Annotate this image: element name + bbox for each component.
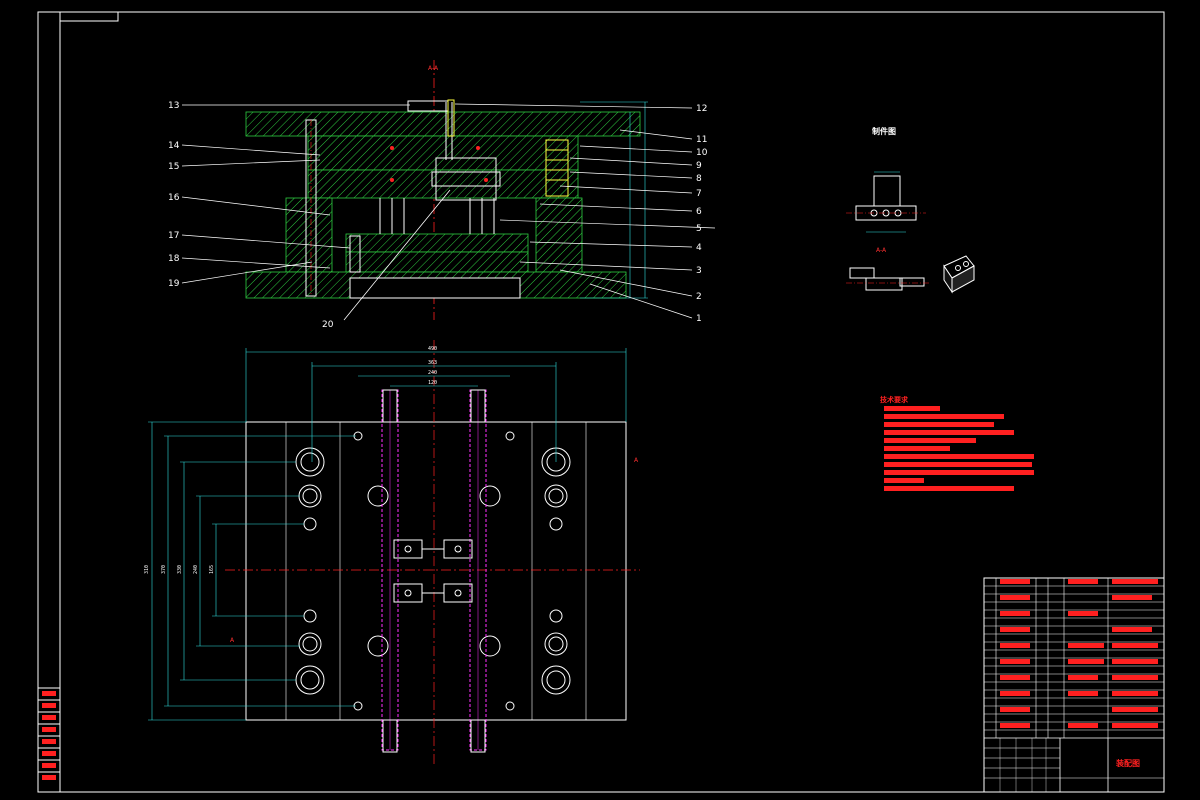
callout-5: 5 [696,224,702,234]
callout-3: 3 [696,266,702,276]
plan-view: 490 363 240 120 310 370 330 240 165 A A [144,340,640,765]
callout-16: 16 [168,193,180,203]
dim-240-v: 240 [193,565,199,574]
dim-490: 490 [428,346,437,352]
dim-240: 240 [428,370,437,376]
callout-10: 10 [696,148,708,158]
left-margin-boxes [37,687,61,793]
part-view-title: 制件图 [872,126,896,136]
callout-7: 7 [696,189,702,199]
section-label-top: A-A [428,65,439,72]
callout-18: 18 [168,254,180,264]
part-drawing: 制件图 A-A [846,126,975,294]
view-marker-a-right: A [634,457,639,464]
callout-12: 12 [696,104,707,114]
callout-6: 6 [696,207,702,217]
tech-requirements: 技术要求 [880,395,1034,491]
callout-13: 13 [168,101,179,111]
callout-14: 14 [168,141,180,151]
part-section-label: A-A [876,247,887,254]
callouts-right: 12 11 10 9 8 7 6 5 4 3 2 1 [454,103,716,324]
tech-req-title: 技术要求 [880,395,909,404]
callout-20: 20 [322,320,334,330]
title-block-name: 装配图 [1115,758,1140,768]
view-marker-a-left: A [230,637,235,644]
dim-165: 165 [209,565,215,574]
callout-17: 17 [168,231,179,241]
callout-9: 9 [696,161,702,171]
dim-330: 330 [177,565,183,574]
callout-4: 4 [696,243,702,253]
dim-310: 310 [144,565,150,574]
drawing-frame [37,11,1165,793]
callouts-left: 13 14 15 16 17 18 19 20 [168,101,410,330]
section-view: A-A [245,60,648,321]
dim-363: 363 [428,360,437,366]
bom-table [983,577,1165,793]
title-block: 装配图 [984,738,1164,792]
callout-2: 2 [696,292,702,302]
callout-1: 1 [696,314,702,324]
callout-8: 8 [696,174,702,184]
dim-370: 370 [161,565,167,574]
callout-11: 11 [696,135,707,145]
dim-120: 120 [428,380,437,386]
callout-19: 19 [168,279,180,289]
callout-15: 15 [168,162,179,172]
